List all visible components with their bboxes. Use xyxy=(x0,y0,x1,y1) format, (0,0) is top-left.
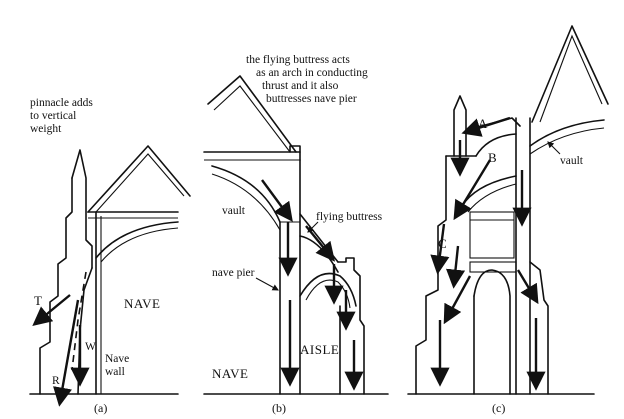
parapet-b xyxy=(290,146,300,160)
resultant-arrow-r xyxy=(60,300,78,402)
vault-curve-inner-a xyxy=(101,228,178,262)
aisle-arch-inner xyxy=(306,280,350,308)
label-c: C xyxy=(438,236,447,251)
label-flying-buttress: flying buttress xyxy=(316,211,383,223)
roof-inner-a xyxy=(96,154,184,212)
panel-b: the flying buttress acts as an arch in c… xyxy=(204,54,388,415)
panel-a: pinnacle adds to vertical weight T W R N… xyxy=(30,97,190,415)
arrow-lower-diag xyxy=(446,276,470,320)
arrow-a-thrust xyxy=(466,118,510,132)
panel-c: A B C vault (c) xyxy=(408,26,608,415)
pinnacle-note-line-3: weight xyxy=(30,123,62,135)
vault-c xyxy=(530,120,604,146)
label-b: B xyxy=(488,150,497,165)
pinnacle-a xyxy=(72,150,92,268)
label-vault-b: vault xyxy=(222,205,246,217)
label-nave-pier: nave pier xyxy=(212,267,255,279)
label-w: W xyxy=(85,341,96,353)
pinnacle-note-line-2: to vertical xyxy=(30,110,76,122)
roof-a xyxy=(88,146,190,212)
pinnacle-note-line-1: pinnacle adds xyxy=(30,97,93,109)
leader-nave-pier xyxy=(256,278,278,290)
buttress-outer-c xyxy=(416,156,446,394)
note-b-line-3: thrust and it also xyxy=(262,80,339,92)
vault-inner-b xyxy=(212,174,280,230)
caption-c: (c) xyxy=(492,401,505,415)
note-b-line-2: as an arch in conducting xyxy=(256,67,368,79)
label-a: A xyxy=(478,116,488,131)
window-c xyxy=(470,212,514,258)
label-nave-a: NAVE xyxy=(124,296,160,311)
lower-flyer-inner xyxy=(468,184,516,212)
note-b-line-1: the flying buttress acts xyxy=(246,54,350,66)
leader-vault-c xyxy=(548,142,560,154)
label-nave-b: NAVE xyxy=(212,366,248,381)
right-buttress-c xyxy=(530,262,548,394)
vault-inner-c xyxy=(530,128,604,154)
caption-b: (b) xyxy=(272,401,286,415)
aisle-arch-c xyxy=(474,270,510,394)
label-nave-wall-2: wall xyxy=(105,366,125,378)
label-aisle: AISLE xyxy=(300,342,339,357)
arrow-c-down xyxy=(454,246,458,284)
label-nave-wall-1: Nave xyxy=(105,353,129,365)
arrow-right-diag xyxy=(518,270,536,300)
label-r: R xyxy=(52,375,60,387)
vault-curve-a xyxy=(96,222,178,258)
aisle-arch-outer xyxy=(300,274,356,307)
label-t: T xyxy=(34,293,42,308)
note-b-line-4: buttresses nave pier xyxy=(266,93,357,105)
caption-a: (a) xyxy=(94,401,107,415)
label-vault-c: vault xyxy=(560,155,584,167)
